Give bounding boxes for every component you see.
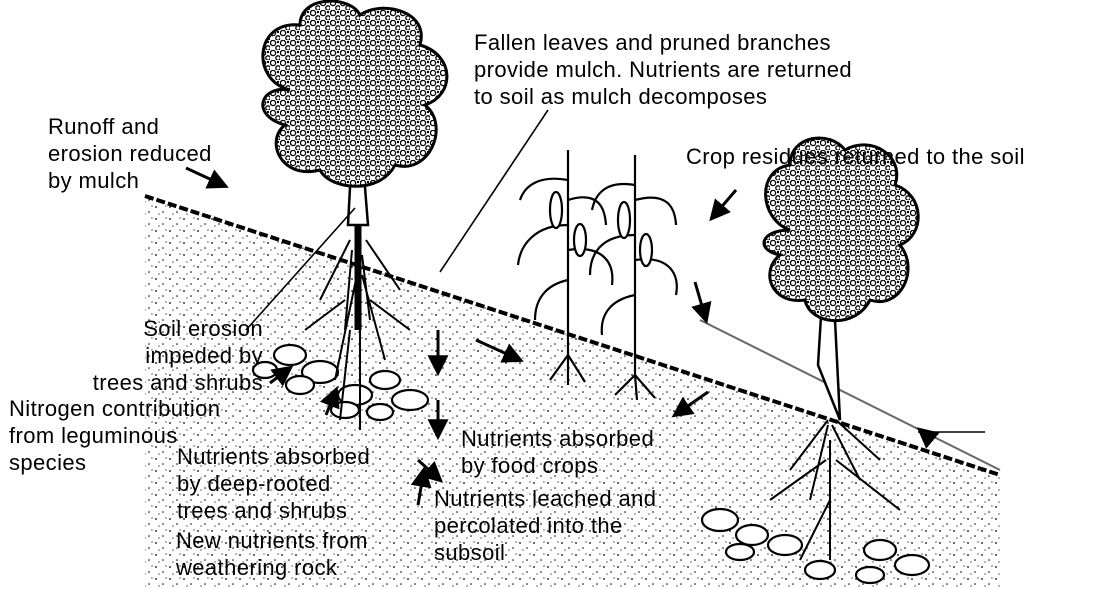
label-leached: Nutrients leached and percolated into th… <box>434 485 656 566</box>
label-runoff: Runoff and erosion reduced by mulch <box>48 113 212 194</box>
label-weathering: New nutrients from weathering rock <box>176 527 368 581</box>
label-deep-rooted: Nutrients absorbed by deep-rooted trees … <box>177 443 370 524</box>
label-soil-erosion: Soil erosion impeded by trees and shrubs <box>39 315 263 396</box>
label-fallen-leaves: Fallen leaves and pruned branches provid… <box>474 29 852 110</box>
label-food-crops: Nutrients absorbed by food crops <box>461 425 654 479</box>
label-crop-residues: Crop residues returned to the soil <box>686 143 1025 170</box>
